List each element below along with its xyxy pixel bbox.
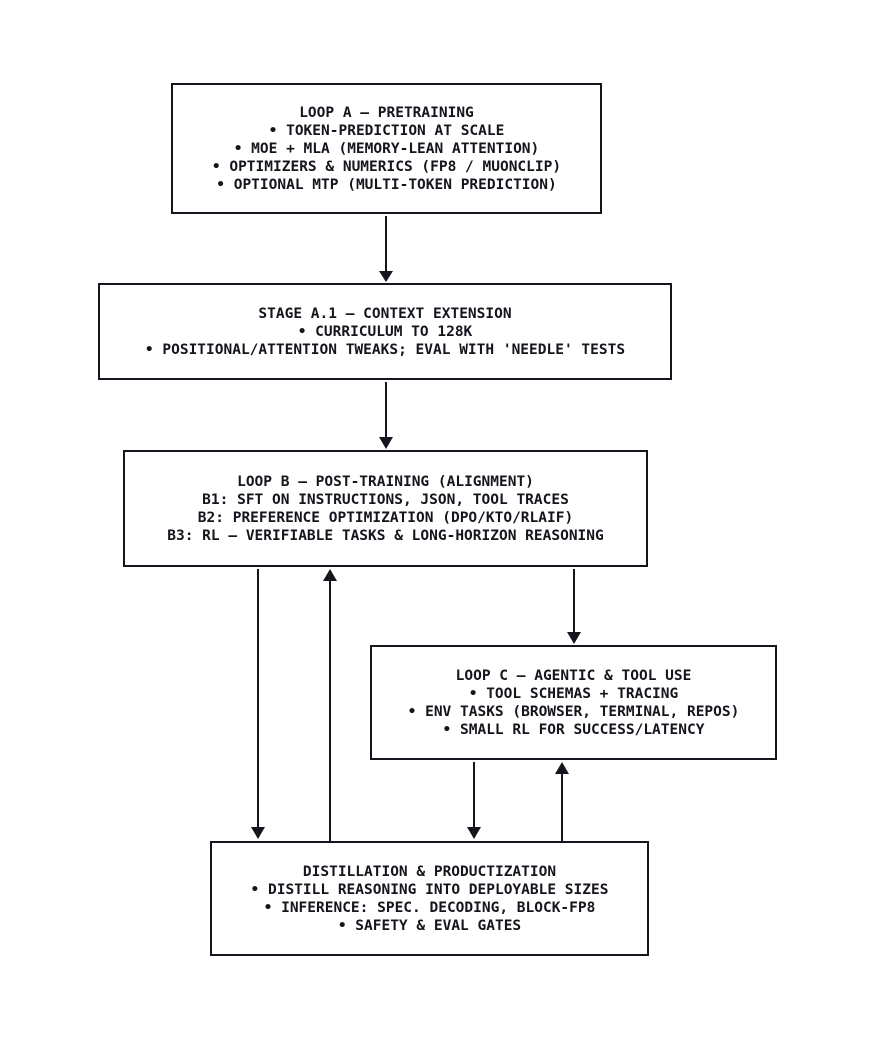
node-title: LOOP C — AGENTIC & TOOL USE bbox=[455, 667, 692, 684]
node-title: LOOP B — POST-TRAINING (ALIGNMENT) bbox=[237, 473, 534, 490]
arrow-stage-a1-to-loop-b bbox=[379, 382, 393, 449]
arrow-loop-b-to-distillation bbox=[251, 569, 265, 839]
node-title: STAGE A.1 — CONTEXT EXTENSION bbox=[258, 305, 512, 322]
node-bullet: • SAFETY & EVAL GATES bbox=[337, 917, 522, 934]
node-bullet: • TOKEN-PREDICTION AT SCALE bbox=[268, 122, 505, 139]
arrow-distillation-to-loop-c bbox=[555, 762, 569, 841]
node-bullet: • CURRICULUM TO 128K bbox=[297, 323, 473, 340]
arrow-loop-c-to-distillation bbox=[467, 762, 481, 839]
node-loop-a-pretraining: LOOP A — PRETRAINING • TOKEN-PREDICTION … bbox=[171, 83, 602, 214]
node-bullet: • INFERENCE: SPEC. DECODING, BLOCK-FP8 bbox=[263, 899, 596, 916]
node-bullet: B3: RL — VERIFIABLE TASKS & LONG-HORIZON… bbox=[167, 527, 604, 544]
node-title: LOOP A — PRETRAINING bbox=[299, 104, 474, 121]
node-bullet: • DISTILL REASONING INTO DEPLOYABLE SIZE… bbox=[250, 881, 609, 898]
arrow-loop-b-to-loop-c bbox=[567, 569, 581, 644]
node-bullet: • POSITIONAL/ATTENTION TWEAKS; EVAL WITH… bbox=[144, 341, 626, 358]
node-bullet: B1: SFT ON INSTRUCTIONS, JSON, TOOL TRAC… bbox=[202, 491, 569, 508]
node-bullet: • OPTIMIZERS & NUMERICS (FP8 / MUONCLIP) bbox=[211, 158, 562, 175]
node-distillation-productization: DISTILLATION & PRODUCTIZATION • DISTILL … bbox=[210, 841, 649, 956]
node-loop-b-post-training: LOOP B — POST-TRAINING (ALIGNMENT) B1: S… bbox=[123, 450, 648, 567]
arrow-distillation-to-loop-b bbox=[323, 569, 337, 841]
node-bullet: • MOE + MLA (MEMORY-LEAN ATTENTION) bbox=[233, 140, 540, 157]
node-title: DISTILLATION & PRODUCTIZATION bbox=[302, 863, 557, 880]
node-bullet: B2: PREFERENCE OPTIMIZATION (DPO/KTO/RLA… bbox=[197, 509, 574, 526]
node-bullet: • ENV TASKS (BROWSER, TERMINAL, REPOS) bbox=[407, 703, 740, 720]
node-stage-a1-context-extension: STAGE A.1 — CONTEXT EXTENSION • CURRICUL… bbox=[98, 283, 672, 380]
node-bullet: • SMALL RL FOR SUCCESS/LATENCY bbox=[442, 721, 705, 738]
arrow-loop-a-to-stage-a1 bbox=[379, 216, 393, 282]
node-loop-c-agentic-tool-use: LOOP C — AGENTIC & TOOL USE • TOOL SCHEM… bbox=[370, 645, 777, 760]
node-bullet: • OPTIONAL MTP (MULTI-TOKEN PREDICTION) bbox=[216, 176, 557, 193]
node-bullet: • TOOL SCHEMAS + TRACING bbox=[468, 685, 679, 702]
